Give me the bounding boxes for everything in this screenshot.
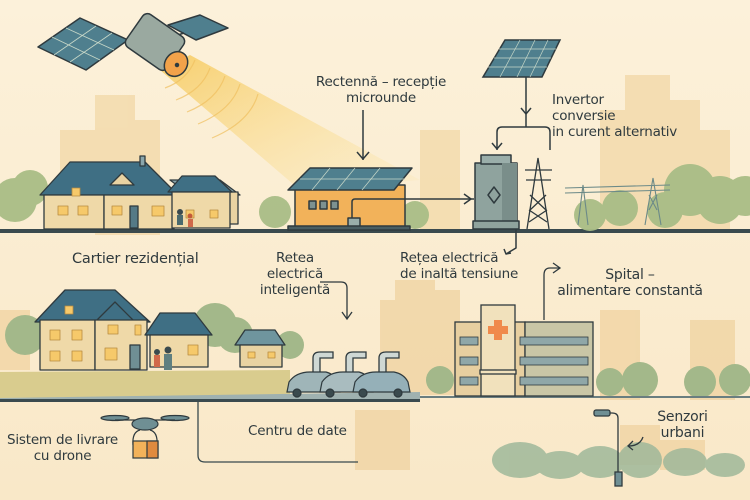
people-bottom-icon [154, 346, 172, 370]
hospital-label: Spital –alimentare constantă [557, 267, 703, 299]
residential-houses-top [39, 155, 241, 230]
hospital-icon [454, 304, 594, 397]
smart-grid-arrow [320, 281, 348, 318]
solar-panel-icon [481, 39, 562, 151]
inverter-icon [472, 154, 520, 255]
hospital-arrow [543, 267, 560, 320]
top-ground [0, 229, 750, 233]
satellite-icon [37, 12, 229, 78]
electric-cars-icon [286, 371, 411, 398]
shrubs-bottom [492, 442, 745, 479]
lawn [0, 370, 290, 398]
people-icon [177, 209, 193, 227]
transmission-pylon-icon [525, 157, 552, 230]
bottom-ground [0, 399, 420, 402]
rectenna-house-icon [287, 110, 474, 231]
trees-bottom [5, 303, 750, 398]
microwave-beam [160, 55, 420, 190]
distant-pylons [564, 177, 671, 226]
residential-label: Cartier rezidențial [72, 251, 199, 267]
data-center-connector [197, 400, 358, 463]
drone-icon [100, 414, 190, 459]
trees-top [0, 164, 750, 231]
data-center-label: Centru de date [248, 423, 347, 439]
street-lamp-sensor-icon [593, 409, 623, 487]
